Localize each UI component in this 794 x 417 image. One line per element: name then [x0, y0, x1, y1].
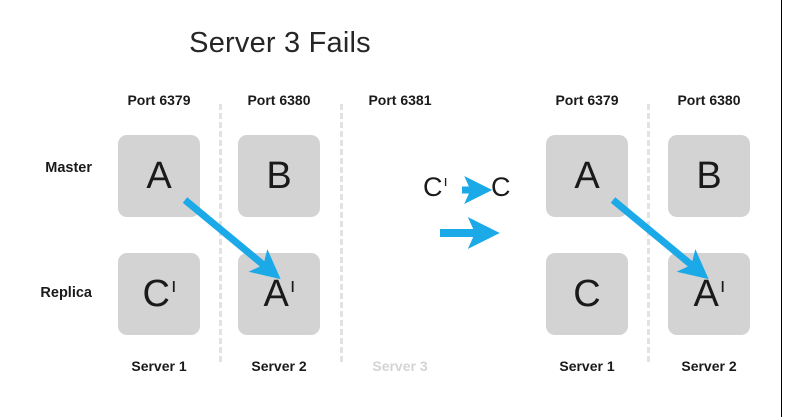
server-label-right-2: Server 2: [681, 358, 737, 374]
legend-to-node: C: [491, 174, 511, 201]
node-glyph: Cı: [142, 273, 177, 315]
port-label-left-3: Port 6381: [368, 92, 432, 108]
node-glyph: Aı: [263, 273, 296, 315]
server-label-left-3: Server 3: [372, 358, 428, 374]
node-letter: A: [263, 273, 289, 315]
server-label-left-1: Server 1: [131, 358, 187, 374]
row-label-master: Master: [45, 160, 92, 176]
node-left-s2-replica[interactable]: Aı: [238, 253, 320, 335]
node-glyph: A: [146, 157, 171, 195]
node-right-s2-replica[interactable]: Aı: [668, 253, 750, 335]
node-glyph: A: [574, 157, 599, 195]
node-letter: B: [266, 155, 292, 197]
port-label-right-1: Port 6379: [555, 92, 619, 108]
node-left-s2-master[interactable]: B: [238, 135, 320, 217]
node-letter: C: [573, 273, 601, 315]
node-letter: B: [696, 155, 722, 197]
node-left-s1-replica[interactable]: Cı: [118, 253, 200, 335]
legend-from-node: Cı: [423, 172, 448, 202]
node-right-s2-master[interactable]: B: [668, 135, 750, 217]
port-label-left-2: Port 6380: [247, 92, 311, 108]
divider-left-2: [340, 104, 343, 362]
port-label-left-1: Port 6379: [127, 92, 191, 108]
server-label-left-2: Server 2: [251, 358, 307, 374]
row-label-replica: Replica: [40, 285, 92, 301]
node-glyph: Aı: [693, 273, 726, 315]
legend-from-letter: C: [423, 172, 443, 202]
divider-left-1: [219, 104, 222, 362]
node-letter: A: [146, 155, 172, 197]
node-prime: ı: [289, 275, 296, 297]
node-glyph: C: [573, 275, 600, 313]
server-label-right-1: Server 1: [559, 358, 615, 374]
divider-right-1: [647, 104, 650, 362]
node-prime: ı: [170, 275, 177, 297]
node-letter: C: [142, 273, 170, 315]
page-title: Server 3 Fails: [189, 27, 371, 59]
node-glyph: B: [696, 157, 721, 195]
legend-from-prime: ı: [443, 173, 448, 190]
node-glyph: B: [266, 157, 291, 195]
node-left-s1-master[interactable]: A: [118, 135, 200, 217]
node-right-s1-master[interactable]: A: [546, 135, 628, 217]
port-label-right-2: Port 6380: [677, 92, 741, 108]
legend-to-letter: C: [491, 172, 511, 202]
node-right-s1-replica[interactable]: C: [546, 253, 628, 335]
slide-right-border: [781, 0, 782, 417]
node-letter: A: [693, 273, 719, 315]
node-letter: A: [574, 155, 600, 197]
node-prime: ı: [719, 275, 726, 297]
